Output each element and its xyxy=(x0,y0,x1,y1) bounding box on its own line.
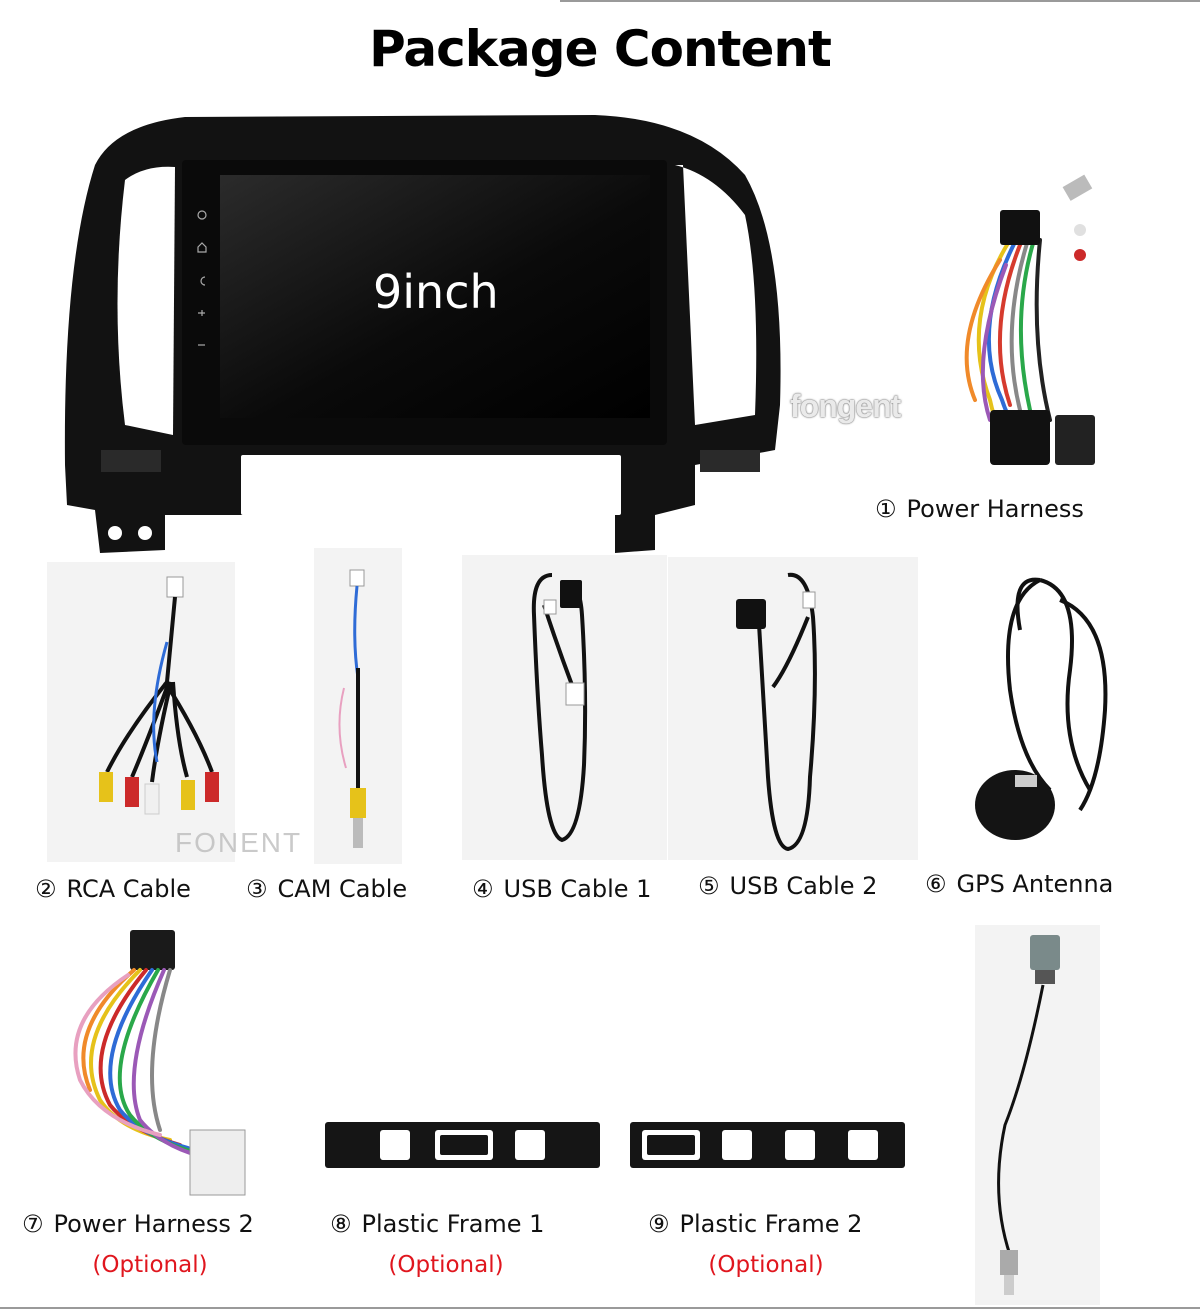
optional-note-7: (Optional) xyxy=(92,1252,208,1278)
item-label-6: ⑥ GPS Antenna xyxy=(925,870,1113,898)
item-name: GPS Antenna xyxy=(956,870,1114,898)
item-number: ⑨ xyxy=(648,1210,670,1238)
optional-note-9: (Optional) xyxy=(708,1252,824,1278)
item-label-7: ⑦ Power Harness 2 xyxy=(22,1210,254,1238)
item-name: CAM Cable xyxy=(277,875,408,903)
item-label-9: ⑨ Plastic Frame 2 xyxy=(648,1210,862,1238)
plastic-frame-2-image xyxy=(630,1120,905,1170)
item-name: Power Harness xyxy=(906,495,1084,523)
item-number: ③ xyxy=(246,875,268,903)
page-title: Package Content xyxy=(369,20,832,78)
item-number: ⑤ xyxy=(698,872,720,900)
item-number: ① xyxy=(875,495,897,523)
usb-cable-2-icon xyxy=(736,572,817,852)
item-name: Plastic Frame 1 xyxy=(361,1210,545,1238)
item-number: ⑥ xyxy=(925,870,947,898)
watermark: fongent xyxy=(790,388,901,424)
item-number: ④ xyxy=(472,875,494,903)
item-number: ⑦ xyxy=(22,1210,44,1238)
item-name: Plastic Frame 2 xyxy=(679,1210,863,1238)
item-label-8: ⑧ Plastic Frame 1 xyxy=(330,1210,544,1238)
usb-cable-1-image xyxy=(462,555,667,860)
item-label-3: ③ CAM Cable xyxy=(246,875,407,903)
top-divider xyxy=(560,0,1200,2)
rca-cable-icon xyxy=(99,576,219,815)
cam-cable-icon xyxy=(338,569,366,848)
item-label-2: ② RCA Cable xyxy=(35,875,191,903)
power-harness-image xyxy=(930,170,1110,490)
usb-cable-1-icon xyxy=(531,573,588,843)
power-harness-icon xyxy=(964,174,1095,465)
item-name: RCA Cable xyxy=(66,875,191,903)
plastic-frame-1-image xyxy=(325,1120,600,1170)
gps-antenna-image xyxy=(930,560,1180,860)
power-harness-2-image xyxy=(60,920,260,1205)
cam-cable-image xyxy=(314,548,402,864)
item-label-4: ④ USB Cable 1 xyxy=(472,875,651,903)
head-unit-frame-icon xyxy=(64,115,781,553)
plastic-frame-1-icon xyxy=(325,1122,600,1168)
rca-cable-image: FONENT xyxy=(47,562,300,862)
item-name: Power Harness 2 xyxy=(53,1210,254,1238)
antenna-adapter-image xyxy=(975,925,1100,1305)
watermark-secondary: FONENT xyxy=(175,827,303,858)
usb-cable-2-image xyxy=(668,557,918,860)
head-unit-image: 9inch xyxy=(55,105,795,565)
item-label-1: ① Power Harness xyxy=(875,495,1084,523)
antenna-adapter-icon xyxy=(997,935,1060,1295)
item-label-5: ⑤ USB Cable 2 xyxy=(698,872,877,900)
item-name: USB Cable 2 xyxy=(729,872,878,900)
item-number: ② xyxy=(35,875,57,903)
plastic-frame-2-icon xyxy=(630,1122,905,1168)
bottom-divider xyxy=(0,1307,1200,1309)
screen-label: 9inch xyxy=(373,265,499,319)
item-name: USB Cable 1 xyxy=(503,875,652,903)
power-harness-2-icon xyxy=(73,930,246,1196)
gps-antenna-icon xyxy=(975,577,1108,840)
item-number: ⑧ xyxy=(330,1210,352,1238)
optional-note-8: (Optional) xyxy=(388,1252,504,1278)
